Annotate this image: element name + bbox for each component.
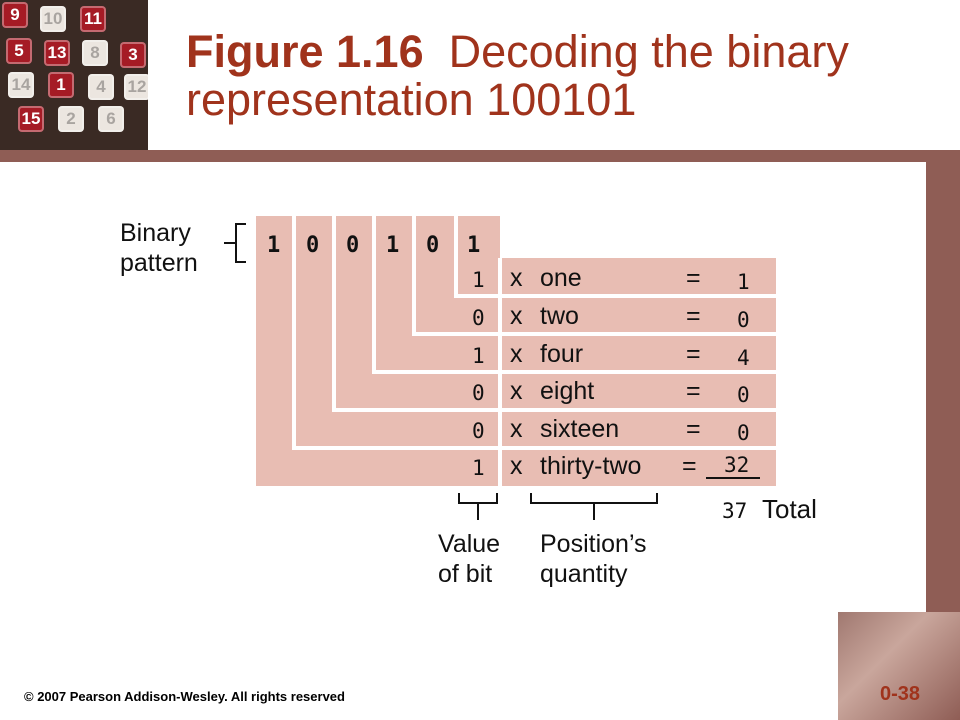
position-quantity-bracket (530, 493, 658, 520)
row-fill (500, 372, 776, 410)
row-equals: = (686, 264, 701, 292)
row-bit-value: 1 (472, 344, 485, 368)
header-band (0, 150, 960, 162)
puzzle-tile: 12 (124, 74, 148, 100)
row-fill (500, 296, 776, 334)
bit-digit: 1 (467, 233, 480, 258)
bit-digit: 1 (267, 233, 280, 258)
puzzle-tile: 8 (82, 40, 108, 66)
row-times: x (510, 377, 523, 405)
row-result: 32 (724, 453, 749, 477)
row-position-word: eight (540, 377, 594, 405)
puzzle-tile: 9 (2, 2, 28, 28)
row-bit-value: 0 (472, 381, 485, 405)
slide-title: Figure 1.16 Decoding the binary represen… (186, 28, 849, 124)
puzzle-tile: 13 (44, 40, 70, 66)
row-position-word: thirty-two (540, 452, 641, 480)
row-fill (500, 448, 776, 486)
row-equals: = (686, 302, 701, 330)
row-result: 4 (737, 346, 750, 370)
position-quantity-line1: Position’s (540, 530, 647, 558)
title-text: Decoding the binary (448, 26, 849, 77)
row-result: 0 (737, 383, 750, 407)
row-fill (500, 410, 776, 448)
total-label: Total (762, 494, 817, 524)
bit-digit: 0 (426, 233, 439, 258)
bit-pattern: 1 0 0 1 0 1 (267, 233, 480, 258)
row-result: 0 (737, 421, 750, 445)
row-fill (500, 334, 776, 372)
row-result: 0 (737, 308, 750, 332)
copyright-footer: © 2007 Pearson Addison-Wesley. All right… (24, 689, 345, 704)
row-times: x (510, 452, 523, 480)
puzzle-tile: 15 (18, 106, 44, 132)
row-position-word: sixteen (540, 415, 619, 443)
total-value: 37 (722, 499, 747, 523)
row-times: x (510, 415, 523, 443)
binary-pattern-bracket (224, 223, 246, 263)
value-of-bit-line2: of bit (438, 560, 492, 588)
puzzle-tile: 4 (88, 74, 114, 100)
corner-decoration (838, 612, 960, 720)
figure-number: Figure 1.16 (186, 26, 424, 77)
puzzle-image: 9 10 11 5 13 8 3 14 1 4 12 15 2 6 (0, 0, 148, 150)
row-times: x (510, 340, 523, 368)
slide-number: 0-38 (880, 683, 921, 705)
bit-digit: 1 (386, 233, 399, 258)
row-position-word: two (540, 302, 579, 330)
bit-digit: 0 (346, 233, 359, 258)
title-line2: representation 100101 (186, 74, 637, 125)
row-bit-value: 0 (472, 306, 485, 330)
row-bit-value: 1 (472, 268, 485, 292)
puzzle-tile: 14 (8, 72, 34, 98)
puzzle-tile: 10 (40, 6, 66, 32)
puzzle-tile: 1 (48, 72, 74, 98)
position-quantity-line2: quantity (540, 560, 628, 588)
binary-label-line1: Binary (120, 219, 191, 247)
row-bit-value: 0 (472, 419, 485, 443)
decoding-rows: 1 x one = 1 0 x two = 0 1 x four = 4 0 x… (472, 264, 750, 480)
row-result: 1 (737, 270, 750, 294)
puzzle-tile: 5 (6, 38, 32, 64)
row-bit-value: 1 (472, 456, 485, 480)
puzzle-tile: 2 (58, 106, 84, 132)
row-times: x (510, 302, 523, 330)
row-position-word: four (540, 340, 583, 368)
puzzle-tile: 3 (120, 42, 146, 68)
staircase-bits-fill (256, 216, 776, 486)
puzzle-tile: 11 (80, 6, 106, 32)
row-equals: = (686, 415, 701, 443)
value-of-bit-line1: Value (438, 530, 500, 558)
puzzle-tile: 6 (98, 106, 124, 132)
row-equals: = (682, 452, 697, 480)
row-position-word: one (540, 264, 582, 292)
row-equals: = (686, 377, 701, 405)
binary-label-line2: pattern (120, 249, 198, 277)
value-of-bit-bracket (458, 493, 498, 520)
bit-digit: 0 (306, 233, 319, 258)
row-times: x (510, 264, 523, 292)
row-equals: = (686, 340, 701, 368)
staircase-dividers (292, 216, 776, 486)
